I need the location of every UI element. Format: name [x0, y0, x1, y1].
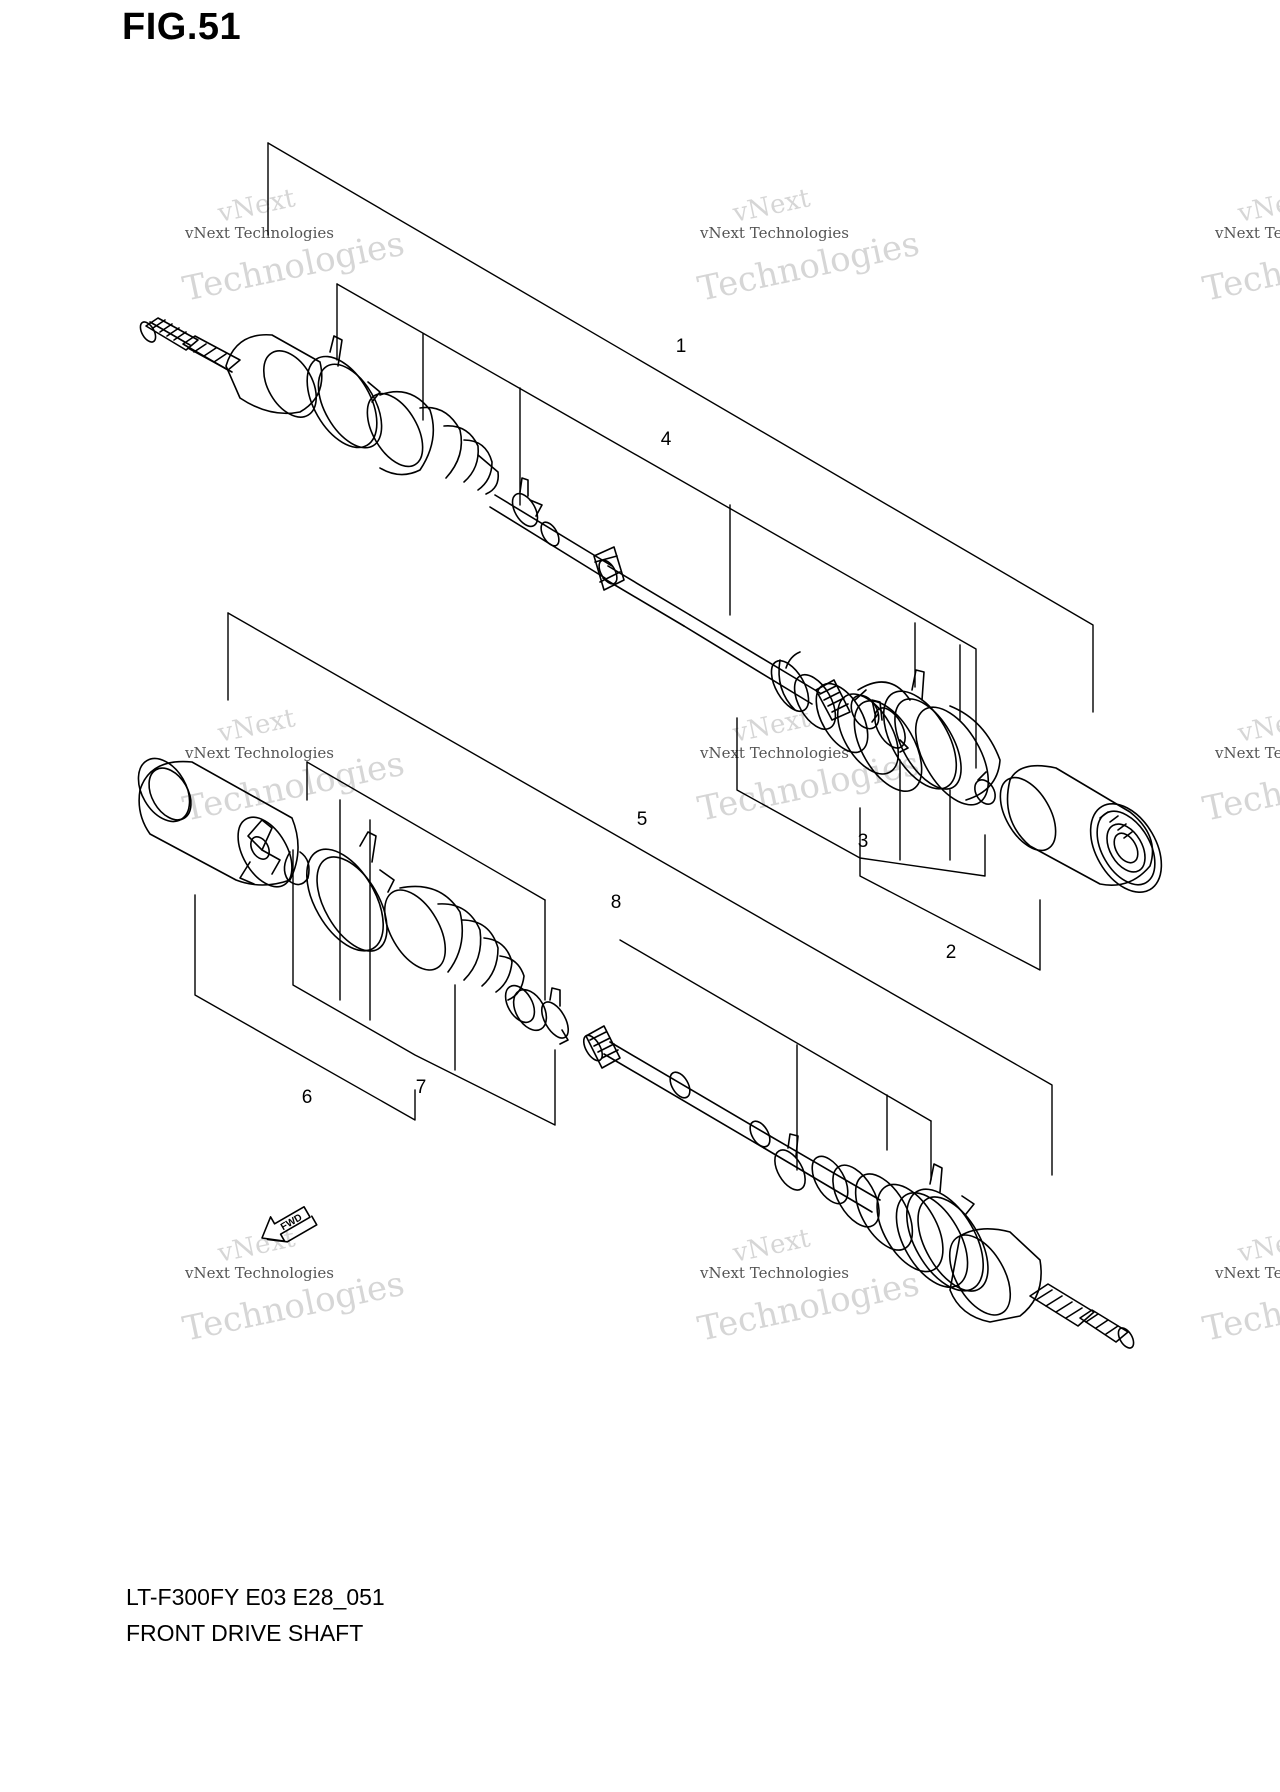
watermark-text: vNext Technologies: [699, 224, 849, 242]
watermark-text: vNext Technologies: [699, 1264, 849, 1282]
svg-text:vNext: vNext: [1234, 703, 1280, 749]
watermark-text: vNext Technologies: [699, 744, 849, 762]
callout-7: 7: [416, 1077, 427, 1098]
lower-drive-shaft: [137, 757, 1135, 1349]
watermark-text: vNext Technologies: [1214, 224, 1280, 242]
svg-text:vNext: vNext: [729, 183, 813, 229]
watermark-text: vNext Technologies: [1214, 1264, 1280, 1282]
callout-4: 4: [661, 429, 672, 450]
callout-3: 3: [858, 831, 869, 852]
callout-6: 6: [302, 1087, 313, 1108]
section-name: FRONT DRIVE SHAFT: [126, 1620, 364, 1646]
svg-text:vNext: vNext: [1234, 1223, 1280, 1269]
svg-text:vNext: vNext: [1234, 183, 1280, 229]
watermark-text: vNext Technologies: [184, 1264, 334, 1282]
callout-5: 5: [637, 809, 648, 830]
model-code: LT-F300FY E03 E28_051: [126, 1584, 385, 1610]
callout-2: 2: [946, 942, 957, 963]
watermark-text: vNext Technologies: [184, 224, 334, 242]
svg-text:vNext: vNext: [729, 1223, 813, 1269]
watermark-text: vNext Technologies: [1214, 744, 1280, 762]
callout-1: 1: [676, 336, 687, 357]
watermark-text: vNext Technologies: [184, 744, 334, 762]
upper-drive-shaft: [139, 317, 1163, 893]
callout-8: 8: [611, 892, 622, 913]
svg-text:vNext: vNext: [214, 703, 298, 749]
leader-lines-upper: [267, 142, 1094, 971]
figure-title: FIG.51: [122, 6, 242, 48]
leader-lines-lower: [194, 612, 1053, 1181]
svg-text:vNext: vNext: [214, 183, 298, 229]
